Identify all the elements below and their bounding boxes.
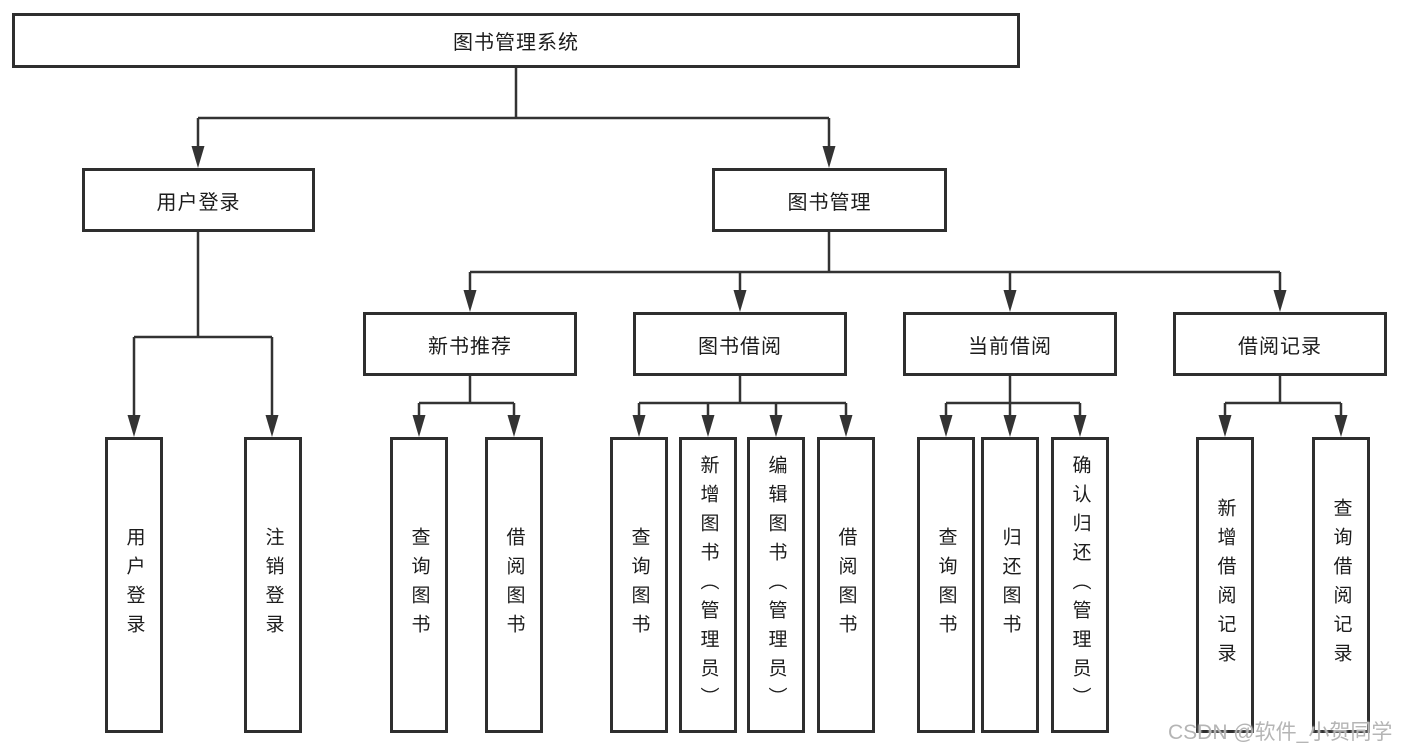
leaf-borrow-books-2: 借阅图书 <box>817 437 875 733</box>
leaf-return-book-label: 归还图书 <box>999 527 1021 643</box>
node-user-login-label: 用户登录 <box>156 191 241 214</box>
leaf-confirm-return-admin-label: 确认归还（管理员） <box>1069 454 1091 716</box>
leaf-user-login-label: 用户登录 <box>123 527 145 643</box>
leaf-add-book-admin-label: 新增图书（管理员） <box>697 454 719 716</box>
leaf-edit-book-admin-label: 编辑图书（管理员） <box>765 454 787 716</box>
node-borrowing-records-label: 借阅记录 <box>1238 335 1322 358</box>
node-current-borrowing: 当前借阅 <box>903 312 1117 376</box>
leaf-add-book-admin: 新增图书（管理员） <box>679 437 737 733</box>
node-book-management-label: 图书管理 <box>787 191 872 214</box>
leaf-query-books-2-label: 查询图书 <box>628 527 650 643</box>
leaf-return-book: 归还图书 <box>981 437 1039 733</box>
connector-newbookrec-to-leaves <box>417 376 516 417</box>
leaf-query-books-3-label: 查询图书 <box>935 527 957 643</box>
leaf-user-login: 用户登录 <box>105 437 163 733</box>
node-borrowing-records: 借阅记录 <box>1173 312 1387 376</box>
leaf-query-books-3: 查询图书 <box>917 437 975 733</box>
connector-userlogin-to-leaves <box>132 232 274 417</box>
leaf-logout-label: 注销登录 <box>262 527 284 643</box>
connector-borrowrecords-to-leaves <box>1223 376 1343 417</box>
leaf-query-books-1: 查询图书 <box>390 437 448 733</box>
leaf-add-borrow-record: 新增借阅记录 <box>1196 437 1254 733</box>
node-book-borrowing-label: 图书借阅 <box>698 335 782 358</box>
node-current-borrowing-label: 当前借阅 <box>968 335 1052 358</box>
leaf-query-books-1-label: 查询图书 <box>408 527 430 643</box>
node-book-management: 图书管理 <box>712 168 947 232</box>
node-new-book-recommendation: 新书推荐 <box>363 312 577 376</box>
node-book-borrowing: 图书借阅 <box>633 312 847 376</box>
leaf-query-borrow-record-label: 查询借阅记录 <box>1330 498 1352 672</box>
connector-bookborrow-to-leaves <box>637 376 848 417</box>
csdn-watermark: CSDN @软件_小贺同学 <box>1168 721 1393 744</box>
connector-bookmgmt-to-level3 <box>468 232 1282 292</box>
node-new-book-recommendation-label: 新书推荐 <box>428 335 512 358</box>
leaf-edit-book-admin: 编辑图书（管理员） <box>747 437 805 733</box>
node-root: 图书管理系统 <box>12 13 1020 68</box>
leaf-borrow-books-1-label: 借阅图书 <box>503 527 525 643</box>
leaf-borrow-books-1: 借阅图书 <box>485 437 543 733</box>
node-user-login: 用户登录 <box>82 168 315 232</box>
leaf-confirm-return-admin: 确认归还（管理员） <box>1051 437 1109 733</box>
leaf-query-borrow-record: 查询借阅记录 <box>1312 437 1370 733</box>
leaf-query-books-2: 查询图书 <box>610 437 668 733</box>
leaf-add-borrow-record-label: 新增借阅记录 <box>1214 498 1236 672</box>
node-root-label: 图书管理系统 <box>453 32 579 54</box>
connector-currentborrow-to-leaves <box>944 376 1082 417</box>
leaf-logout: 注销登录 <box>244 437 302 733</box>
leaf-borrow-books-2-label: 借阅图书 <box>835 527 857 643</box>
connector-root-to-level2 <box>196 68 831 148</box>
